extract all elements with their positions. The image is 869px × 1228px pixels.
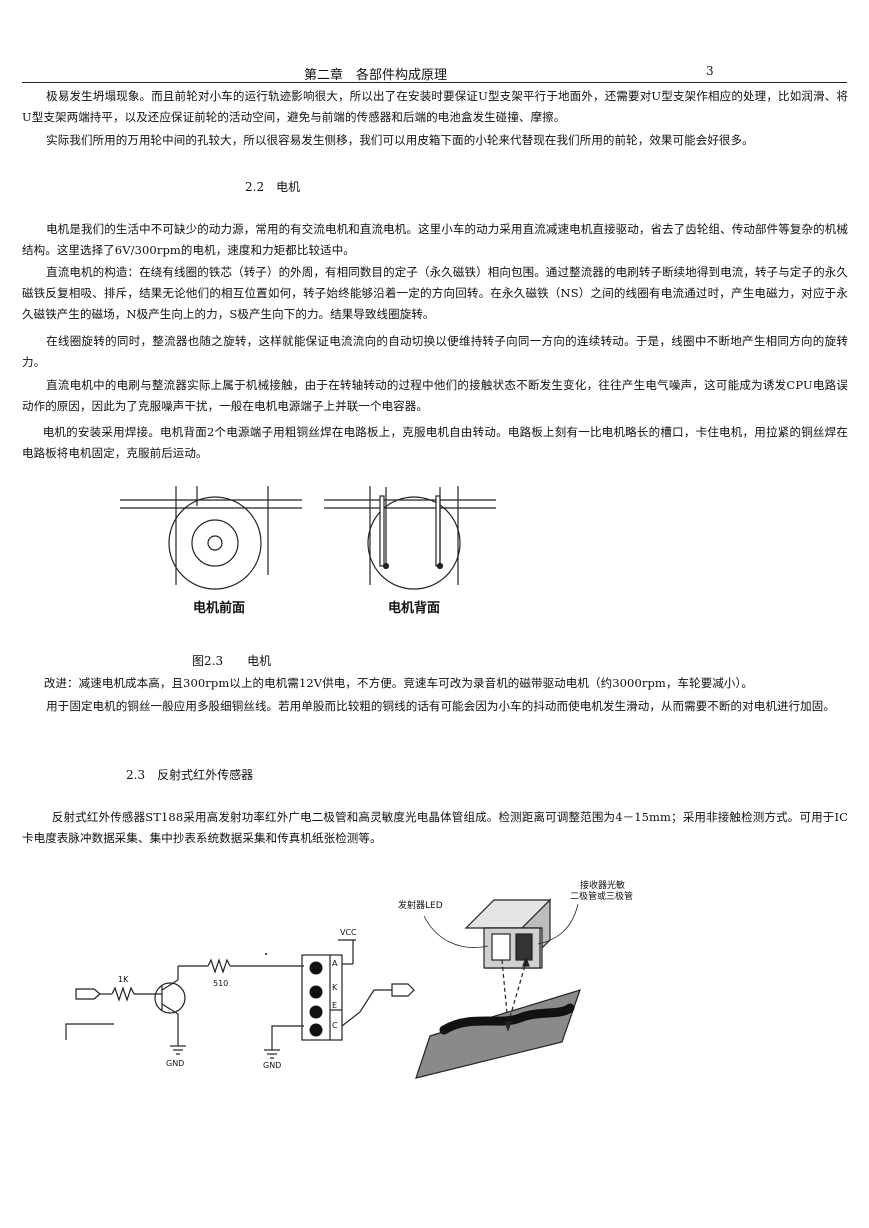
paragraph-improvement: 改进：减速电机成本高，且300rpm以上的电机需12V供电，不方便。竞速车可改为… xyxy=(43,676,753,690)
paragraph-st188: 反射式红外传感器ST188采用高发射功率红外广电二极管和高灵敏度光电晶体管组成。… xyxy=(22,810,848,845)
receiver-label-1: 接收器光敏 xyxy=(580,879,625,891)
gnd-right-label: GND xyxy=(263,1061,281,1070)
motor-back-label: 电机背面 xyxy=(388,600,440,616)
sensor-circuit xyxy=(65,939,415,1059)
sensor-illustration xyxy=(415,898,581,1079)
paragraph-motor-intro: 电机是我们的生活中不可缺少的动力源，常用的有交流电机和直流电机。这里小车的动力采… xyxy=(22,222,848,257)
paragraph-universal-wheel: 实际我们所用的万用轮中间的孔较大，所以很容易发生侧移，我们可以用皮箱下面的小轮来… xyxy=(46,133,754,147)
paragraph-front-wheel: 极易发生坍塌现象。而且前轮对小车的运行轨迹影响很大，所以出了在安装时要保证U型支… xyxy=(22,89,848,124)
section-heading-motor: 2.2 电机 xyxy=(245,180,301,194)
figure-caption-motor: 图2.3 电机 xyxy=(192,654,272,668)
paragraph-motor-mounting: 电机的安装采用焊接。电机背面2个电源端子用粗铜丝焊在电路板上，克服电机自由转动。… xyxy=(22,425,848,460)
gnd-left-label: GND xyxy=(166,1059,184,1068)
motor-front-drawing xyxy=(120,486,302,590)
paragraph-coil-rotation: 在线圈旋转的同时，整流器也随之旋转，这样就能保证电流流向的自动切换以便维持转子向… xyxy=(22,334,848,369)
resistor-1k-label: 1K xyxy=(118,975,129,984)
resistor-510-label: 510 xyxy=(213,979,228,988)
pin-a-label: A xyxy=(332,959,338,968)
vcc-label: VCC xyxy=(340,928,357,937)
receiver-label-2: 二极管或三极管 xyxy=(570,890,633,902)
pin-c-label: C xyxy=(332,1021,338,1030)
section-heading-ir-sensor: 2.3 反射式红外传感器 xyxy=(126,768,254,782)
paragraph-brush-noise: 直流电机中的电刷与整流器实际上属于机械接触，由于在转轴转动的过程中他们的接触状态… xyxy=(22,378,848,413)
chapter-title: 第二章 各部件构成原理 xyxy=(304,68,448,83)
paragraph-copper-wire: 用于固定电机的铜丝一般应用多股细铜丝线。若用单股而比较粗的铜线的话有可能会因为小… xyxy=(46,699,835,713)
paragraph-motor-structure: 直流电机的构造：在绕有线圈的铁芯（转子）的外周，有相同数目的定子（永久磁铁）相向… xyxy=(22,265,848,321)
page-header: 第二章 各部件构成原理 3 xyxy=(22,62,847,83)
motor-front-label: 电机前面 xyxy=(193,600,245,616)
pin-k-label: K xyxy=(332,983,338,992)
page-number: 3 xyxy=(706,64,714,78)
motor-back-drawing xyxy=(324,486,496,590)
pin-e-label: E xyxy=(332,1001,337,1010)
emitter-label: 发射器LED xyxy=(398,899,443,911)
